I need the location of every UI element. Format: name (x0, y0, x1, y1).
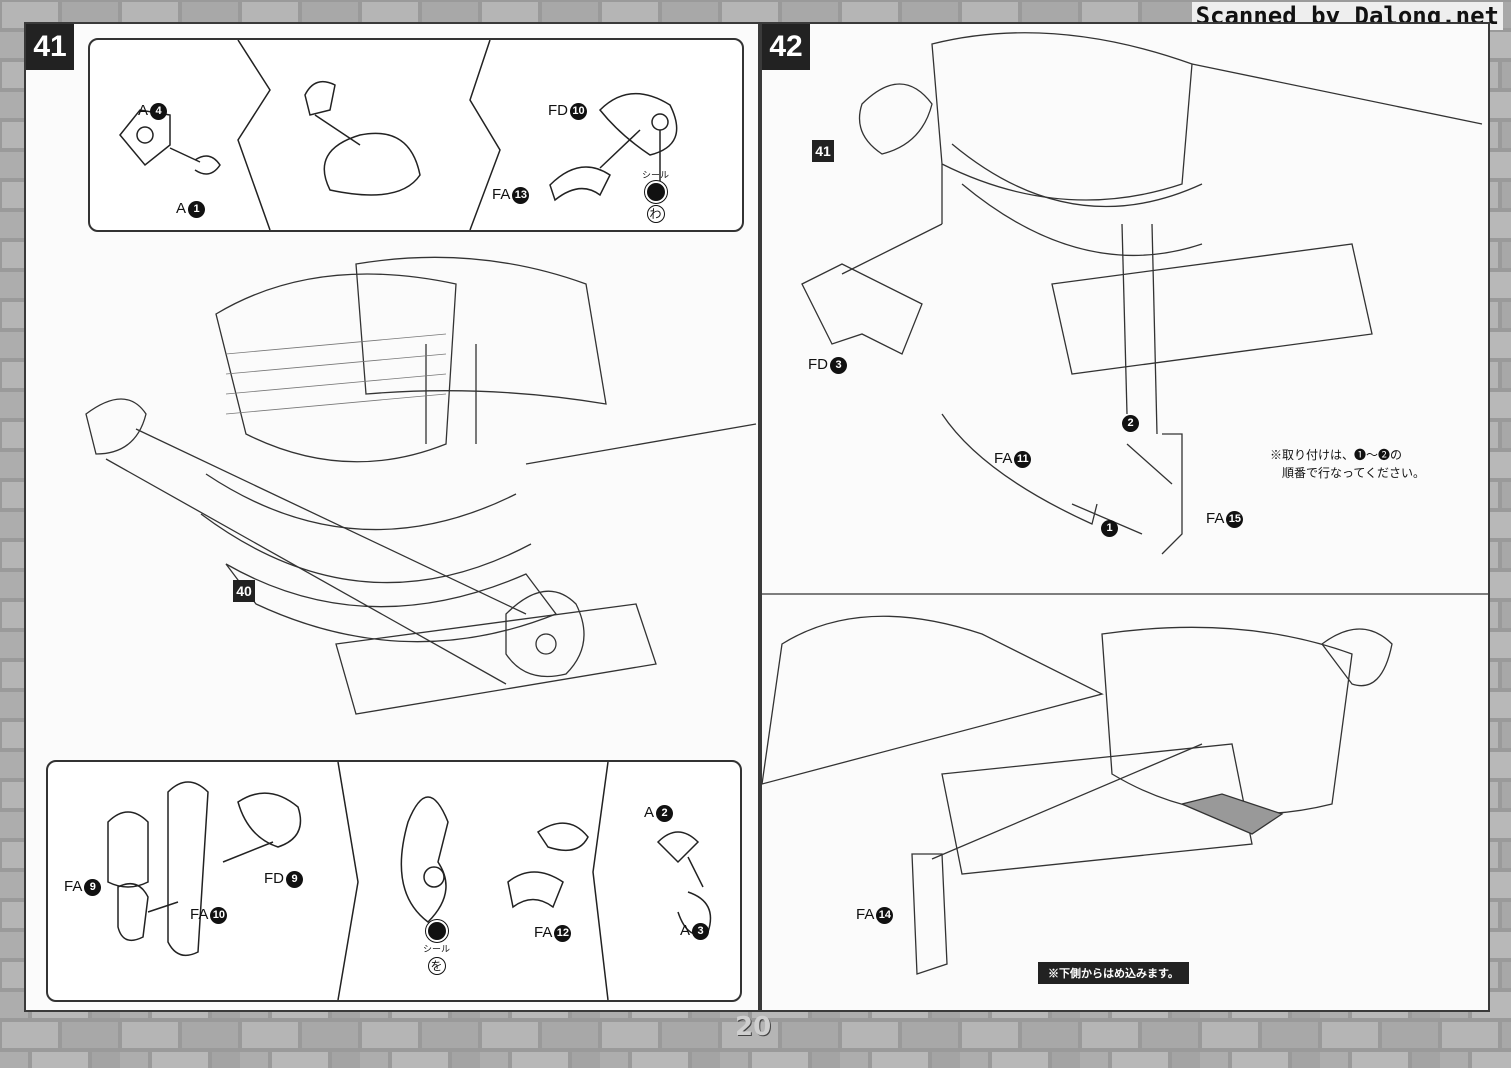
ship-stern-drawing (85, 256, 757, 715)
ref-step-40: 40 (233, 580, 255, 602)
top-inset-drawing (119, 40, 678, 230)
step-number-41: 41 (26, 24, 74, 70)
sticker-wa: シール わ (642, 170, 670, 223)
sticker-dot-icon (425, 920, 448, 942)
bottom-inset-drawing (107, 762, 712, 1000)
sticker-wo: シール を (423, 920, 450, 975)
bottom-insert-note: ※下側からはめ込みます。 (1038, 962, 1189, 984)
right-page: 42 41 (760, 22, 1490, 1012)
ref-step-41: 41 (812, 140, 834, 162)
order-note: ※取り付けは、❶～❷の 順番で行なってください。 (1270, 448, 1426, 480)
left-page: 41 (24, 22, 760, 1012)
arrow-step-1: 1 (1099, 519, 1118, 537)
sticker-dot-icon (644, 181, 667, 203)
step-number-42: 42 (762, 24, 810, 70)
right-page-drawing (762, 32, 1488, 975)
page-number: 20 (735, 1012, 772, 1042)
arrow-step-2: 2 (1120, 414, 1139, 432)
